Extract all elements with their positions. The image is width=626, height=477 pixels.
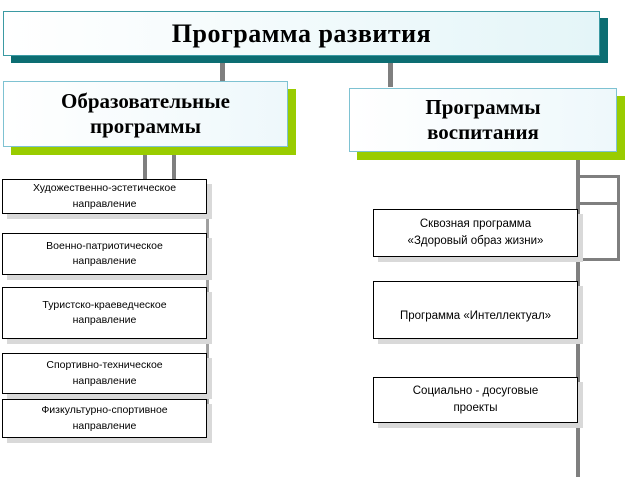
left-item-2: Военно-патриотическое направление [2, 233, 207, 275]
heading-upbringing-programs: Программы воспитания [349, 88, 617, 152]
connector-left-link-3 [143, 340, 209, 343]
heading-right-line-2: воспитания [427, 120, 539, 144]
right-item-1-line-1: Сквозная программа [419, 218, 532, 231]
left-item-4: Спортивно-техническое направление [2, 353, 207, 394]
left-item-3: Туристско-краеведческое направление [2, 287, 207, 339]
right-item-1-line-2: «Здоровый образ жизни» [407, 235, 544, 247]
left-item-3-line-2: направление [72, 314, 137, 326]
connector-left-trunk-2 [172, 146, 176, 180]
connector-left-link-1 [143, 214, 209, 217]
connector-title-right [388, 55, 393, 87]
left-item-5: Физкультурно-спортивное направление [2, 399, 207, 438]
left-item-1-line-1: Художественно-эстетическое [32, 182, 177, 195]
connector-right-bar-2 [576, 202, 620, 205]
heading-educational-programs: Образовательные программы [3, 81, 288, 147]
connector-left-trunk [143, 146, 147, 180]
left-item-5-line-2: направление [72, 419, 137, 432]
connector-right-down [576, 153, 580, 477]
right-item-1: Сквозная программа «Здоровый образ жизни» [373, 209, 578, 257]
right-item-3-line-2: проекты [453, 402, 498, 414]
left-item-2-line-1: Военно-патриотическое [46, 239, 163, 252]
left-item-1-line-2: направление [72, 197, 137, 210]
right-item-3: Социально - досуговые проекты [373, 377, 578, 423]
left-item-1: Художественно-эстетическое направление [2, 179, 207, 214]
heading-left-line-1: Образовательные [61, 88, 230, 113]
connector-right-bar-1 [576, 175, 620, 178]
left-item-4-line-1: Спортивно-техническое [46, 359, 163, 372]
connector-right-bar-3 [576, 258, 620, 261]
right-item-3-line-1: Социально - досуговые [412, 385, 539, 398]
left-item-2-line-2: направление [72, 255, 137, 267]
connector-left-link-2 [143, 276, 209, 279]
left-item-4-line-2: направление [72, 374, 137, 387]
left-item-3-line-1: Туристско-краеведческое [42, 298, 167, 311]
connector-left-side [206, 200, 209, 430]
connector-right-riser-1 [617, 175, 620, 261]
heading-left-line-2: программы [89, 114, 201, 138]
heading-right-line-1: Программы [425, 94, 541, 119]
connector-title-left [220, 55, 225, 83]
right-item-2-line-1: Программа «Интеллектуал» [399, 310, 552, 323]
left-item-5-line-1: Физкультурно-спортивное [41, 404, 168, 417]
diagram-title: Программа развития [171, 18, 432, 48]
title-box: Программа развития [3, 11, 600, 56]
right-item-2: Программа «Интеллектуал» [373, 281, 578, 339]
